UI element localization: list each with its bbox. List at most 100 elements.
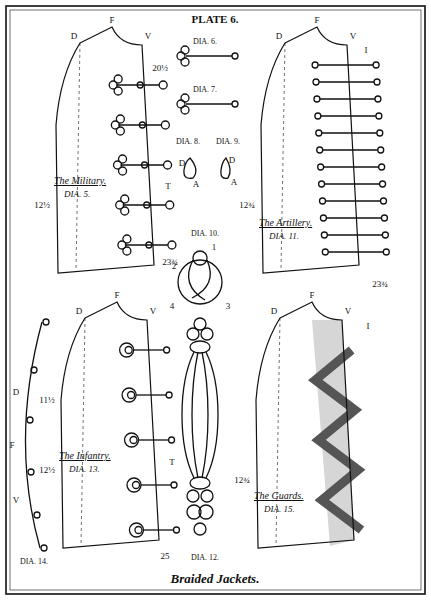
braid-stroke [129, 523, 143, 537]
point-letter: D [271, 306, 278, 316]
jacket-braid [312, 62, 389, 255]
dia10-circle [178, 260, 222, 304]
braid-stroke [28, 469, 34, 475]
braid-stroke [116, 127, 124, 135]
braid-stroke [171, 482, 177, 488]
braid-stroke [313, 79, 319, 85]
point-letter: V [345, 306, 352, 316]
braid-stroke [317, 147, 323, 153]
braid-stroke [316, 130, 322, 136]
braid-stroke [190, 341, 210, 353]
point-letter: I [365, 45, 368, 55]
braid-stroke [43, 319, 49, 325]
diagram-number: DIA. 12. [190, 553, 220, 563]
measurement: 1 [212, 242, 217, 252]
measurement: 12½ [39, 465, 55, 475]
braid-stroke [323, 149, 378, 150]
braid-stroke [173, 527, 179, 533]
braid-stroke [186, 55, 232, 56]
plate-caption: Braided Jackets. [171, 571, 260, 587]
point-letter: D [71, 31, 78, 41]
point-letter: D [13, 387, 20, 397]
braid-stroke [381, 215, 387, 221]
braid-stroke [325, 183, 380, 184]
point-letter: D [276, 31, 283, 41]
braid-stroke [123, 247, 131, 255]
jacket-braid [312, 320, 361, 546]
jacket-name: The Artillery. [259, 217, 312, 229]
point-letter: V [150, 306, 157, 316]
braid-stroke [318, 64, 373, 65]
diagram-number: DIA. 5. [64, 188, 90, 200]
braid-stroke [232, 53, 238, 59]
plate-title: PLATE 6. [189, 13, 242, 25]
braid-stroke [326, 200, 381, 201]
jacket-shape: The Artillery.DIA. 11. [255, 25, 405, 280]
inner-frame [10, 10, 421, 590]
braid-stroke [379, 164, 385, 170]
diagram-number: DIA. 8. [175, 137, 201, 147]
diagram-number: DIA. 9. [215, 137, 241, 147]
measurement: 3 [226, 301, 231, 311]
diagram-number: DIA. 6. [192, 37, 218, 47]
jacket-outline [250, 300, 400, 555]
point-letter: F [9, 440, 14, 450]
braid-stroke [373, 62, 379, 68]
braid-stroke [189, 260, 211, 300]
braid-stroke [187, 328, 199, 340]
braid-stroke [130, 437, 137, 444]
diagram-number: DIA. 7. [192, 85, 218, 95]
braid-stroke [34, 512, 40, 518]
braid-stroke [137, 82, 143, 88]
braid-stroke [380, 181, 386, 187]
braid-stroke [181, 58, 189, 66]
point-letter: D [76, 306, 83, 316]
braid-stroke [25, 322, 42, 548]
braid-stroke [326, 217, 381, 218]
dia8-drop [184, 158, 196, 178]
point-letter: F [309, 290, 314, 300]
braid-stroke [164, 347, 170, 353]
point-letter: T [169, 457, 175, 467]
braid-stroke [136, 394, 166, 395]
measurement: 12¾ [234, 475, 250, 485]
dia10-loop [193, 251, 207, 265]
braid-stroke [120, 343, 134, 357]
braid-stroke [187, 490, 199, 502]
braid-stroke [382, 232, 388, 238]
braid-stroke [114, 87, 122, 95]
braid-stroke [383, 249, 389, 255]
dia14-cord [25, 319, 49, 551]
braid-stroke [166, 201, 174, 209]
braid-stroke [320, 198, 326, 204]
jacket-outline-path [261, 27, 359, 273]
braid-stroke [374, 79, 380, 85]
braid-stroke [314, 96, 320, 102]
jacket-name: The Military. [54, 175, 106, 187]
braid-stroke [328, 251, 383, 252]
measurement: 12½ [34, 200, 50, 210]
braid-stroke [319, 81, 374, 82]
braid-stroke [125, 347, 132, 354]
braid-stroke [327, 234, 382, 235]
point-letter: A [193, 179, 200, 189]
jacket-braid [109, 75, 176, 255]
jacket-shape: The Guards.DIA. 15. [250, 300, 400, 555]
braid-stroke [144, 202, 150, 208]
point-letter: D [229, 155, 236, 165]
braid-stroke [114, 75, 122, 83]
braid-stroke [182, 352, 218, 478]
jacket-outline [55, 300, 205, 555]
outer-frame [6, 6, 425, 594]
diagram-number: DIA. 13. [69, 463, 100, 475]
braid-stroke [378, 147, 384, 153]
braid-stroke [321, 232, 327, 238]
braid-stroke [41, 545, 47, 551]
braid-stroke [168, 241, 176, 249]
point-letter: D [179, 158, 186, 168]
braid-stroke [375, 96, 381, 102]
braid-stroke [181, 106, 189, 114]
measurement: 4 [170, 301, 175, 311]
braid-stroke [322, 132, 377, 133]
